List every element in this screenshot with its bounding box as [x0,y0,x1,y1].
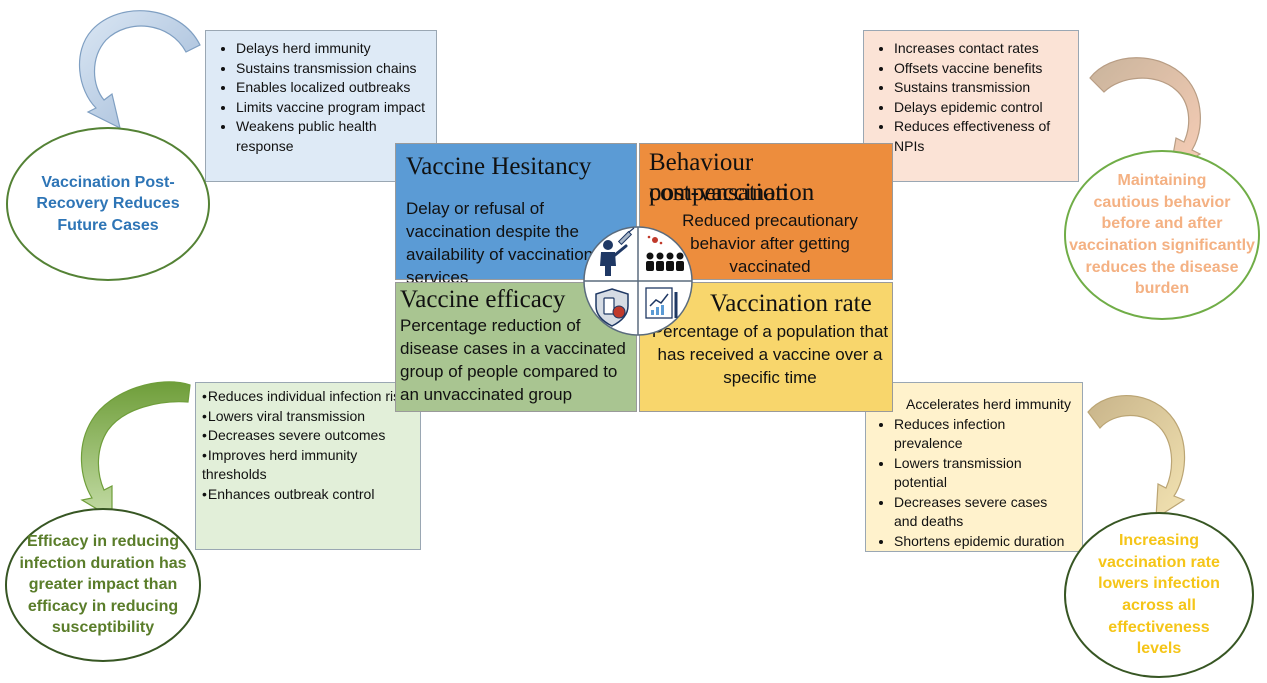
hesitancy-impact-item: Delays herd immunity [236,39,426,59]
efficacy-impact-item: Reduces individual infection risk [202,387,414,407]
hesitancy-impact-item: Sustains transmission chains [236,59,426,79]
hesitancy-quadrant: Vaccine Hesitancy Delay or refusal of va… [395,143,637,287]
rate-outcome-line: vaccination rate [1098,553,1220,571]
rate-outcome-line: across all [1122,597,1196,614]
rate-outcome-line: lowers infection [1098,575,1220,593]
rate-impact-item: Decreases severe cases and deaths [894,493,1074,532]
efficacy-outcome-line: Efficacy in reducing [26,533,180,551]
hesitancy-outcome-line: Recovery Reduces [36,195,180,213]
efficacy-title: Vaccine efficacy [400,286,566,313]
behaviour-outcome-line: cautious behavior [1093,193,1231,211]
hesitancy-impact-item: Limits vaccine program impact [236,98,426,118]
rate-impact-item: Reduces infection prevalence [894,415,1074,454]
efficacy-impact-item: Improves herd immunity thresholds [202,446,414,485]
efficacy-impacts-box: Reduces individual infection risk Lowers… [195,382,421,550]
behaviour-outcome-line: before and after [1101,215,1223,233]
rate-title: Vaccination rate [710,290,872,317]
behaviour-impact-item: Reduces effectiveness of NPIs [894,117,1068,156]
efficacy-description: Percentage reduction of disease cases in… [400,316,626,404]
efficacy-outcome-oval: Efficacy in reducing infection duration … [5,508,201,662]
rate-impact-item: Lowers transmission potential [894,454,1074,493]
rate-description: Percentage of a population that has rece… [651,322,889,387]
efficacy-outcome-line: infection duration has [19,554,187,572]
behaviour-impact-item: Offsets vaccine benefits [894,59,1068,79]
hesitancy-title: Vaccine Hesitancy [406,153,592,180]
behaviour-outcome-oval: Maintaining cautious behavior before and… [1064,150,1260,320]
behaviour-impacts-box: Increases contact rates Offsets vaccine … [863,30,1079,182]
hesitancy-outcome-line: Vaccination Post- [41,173,175,191]
rate-quadrant: Vaccination rate Percentage of a populat… [639,282,893,412]
efficacy-impact-item: Enhances outbreak control [202,485,414,505]
hesitancy-impact-item: Enables localized outbreaks [236,78,426,98]
efficacy-outcome-line: efficacy in reducing [27,597,179,615]
hesitancy-impact-item: Weakens public health response [236,117,426,156]
efficacy-outcome-line: susceptibility [51,619,155,637]
rate-impacts-box: Accelerates herd immunity Reduces infect… [865,382,1083,552]
hesitancy-outcome-line: Future Cases [57,216,159,234]
curved-arrow-rate [1087,394,1186,520]
behaviour-impact-item: Delays epidemic control [894,98,1068,118]
behaviour-title-line1: Behaviour compensation [649,149,788,206]
hesitancy-outcome-oval: Vaccination Post- Recovery Reduces Futur… [6,127,210,281]
behaviour-outcome-line: vaccination significantly [1069,237,1255,254]
curved-arrow-hesitancy [78,10,201,130]
behaviour-title-line2: post-vaccination [649,179,815,206]
hesitancy-description: Delay or refusal of vaccination despite … [406,199,594,287]
efficacy-quadrant: Vaccine efficacy Percentage reduction of… [395,282,637,412]
rate-outcome-line: effectiveness [1108,618,1210,636]
behaviour-impact-item: Increases contact rates [894,39,1068,59]
behaviour-outcome-line: reduces the disease [1085,258,1239,276]
rate-outcome-oval: Increasing vaccination rate lowers infec… [1064,512,1254,678]
rate-impact-item: Accelerates herd immunity [894,395,1074,415]
curved-arrow-behaviour [1089,57,1202,174]
rate-outcome-line: Increasing [1118,532,1199,550]
efficacy-impact-item: Lowers viral transmission [202,407,414,427]
rate-impact-item: Shortens epidemic duration [894,532,1074,552]
behaviour-outcome-line: burden [1134,280,1190,298]
behaviour-description: Reduced precautionary behavior after get… [682,211,858,276]
rate-outcome-line: levels [1136,640,1182,658]
efficacy-outcome-line: greater impact than [28,576,178,594]
behaviour-outcome-line: Maintaining [1117,172,1207,190]
curved-arrow-efficacy [80,381,191,520]
behaviour-quadrant: Behaviour compensation post-vaccination … [639,143,893,280]
behaviour-impact-item: Sustains transmission [894,78,1068,98]
efficacy-impact-item: Decreases severe outcomes [202,426,414,446]
